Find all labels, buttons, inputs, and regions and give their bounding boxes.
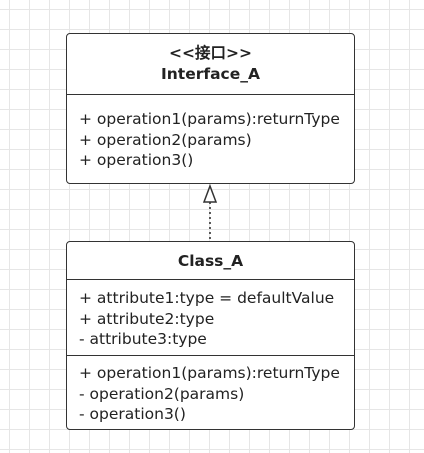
class-attribute: + attribute2:type — [79, 309, 215, 328]
class-attributes: + attribute1:type = defaultValue + attri… — [67, 279, 354, 355]
class-box[interactable]: Class_A + attribute1:type = defaultValue… — [66, 241, 355, 430]
interface-operations: + operation1(params):returnType + operat… — [67, 94, 354, 183]
interface-operation: + operation2(params) — [79, 130, 252, 149]
class-header: Class_A — [67, 242, 354, 279]
interface-stereotype: <<接口>> — [169, 44, 252, 62]
interface-operation: + operation3() — [79, 151, 194, 169]
class-operations: + operation1(params):returnType - operat… — [67, 355, 354, 429]
class-operation: - operation2(params) — [79, 384, 245, 403]
interface-name: Interface_A — [160, 65, 261, 83]
interface-header: <<接口>> Interface_A — [67, 34, 354, 94]
class-name: Class_A — [177, 252, 244, 270]
class-attribute: - attribute3:type — [79, 330, 207, 348]
class-operation: - operation3() — [79, 405, 186, 423]
interface-operation: + operation1(params):returnType — [79, 110, 340, 128]
class-attribute: + attribute1:type = defaultValue — [79, 289, 335, 307]
interface-box[interactable]: <<接口>> Interface_A + operation1(params):… — [66, 33, 355, 184]
hollow-triangle-arrowhead — [202, 183, 218, 203]
class-operation: + operation1(params):returnType — [79, 364, 340, 382]
